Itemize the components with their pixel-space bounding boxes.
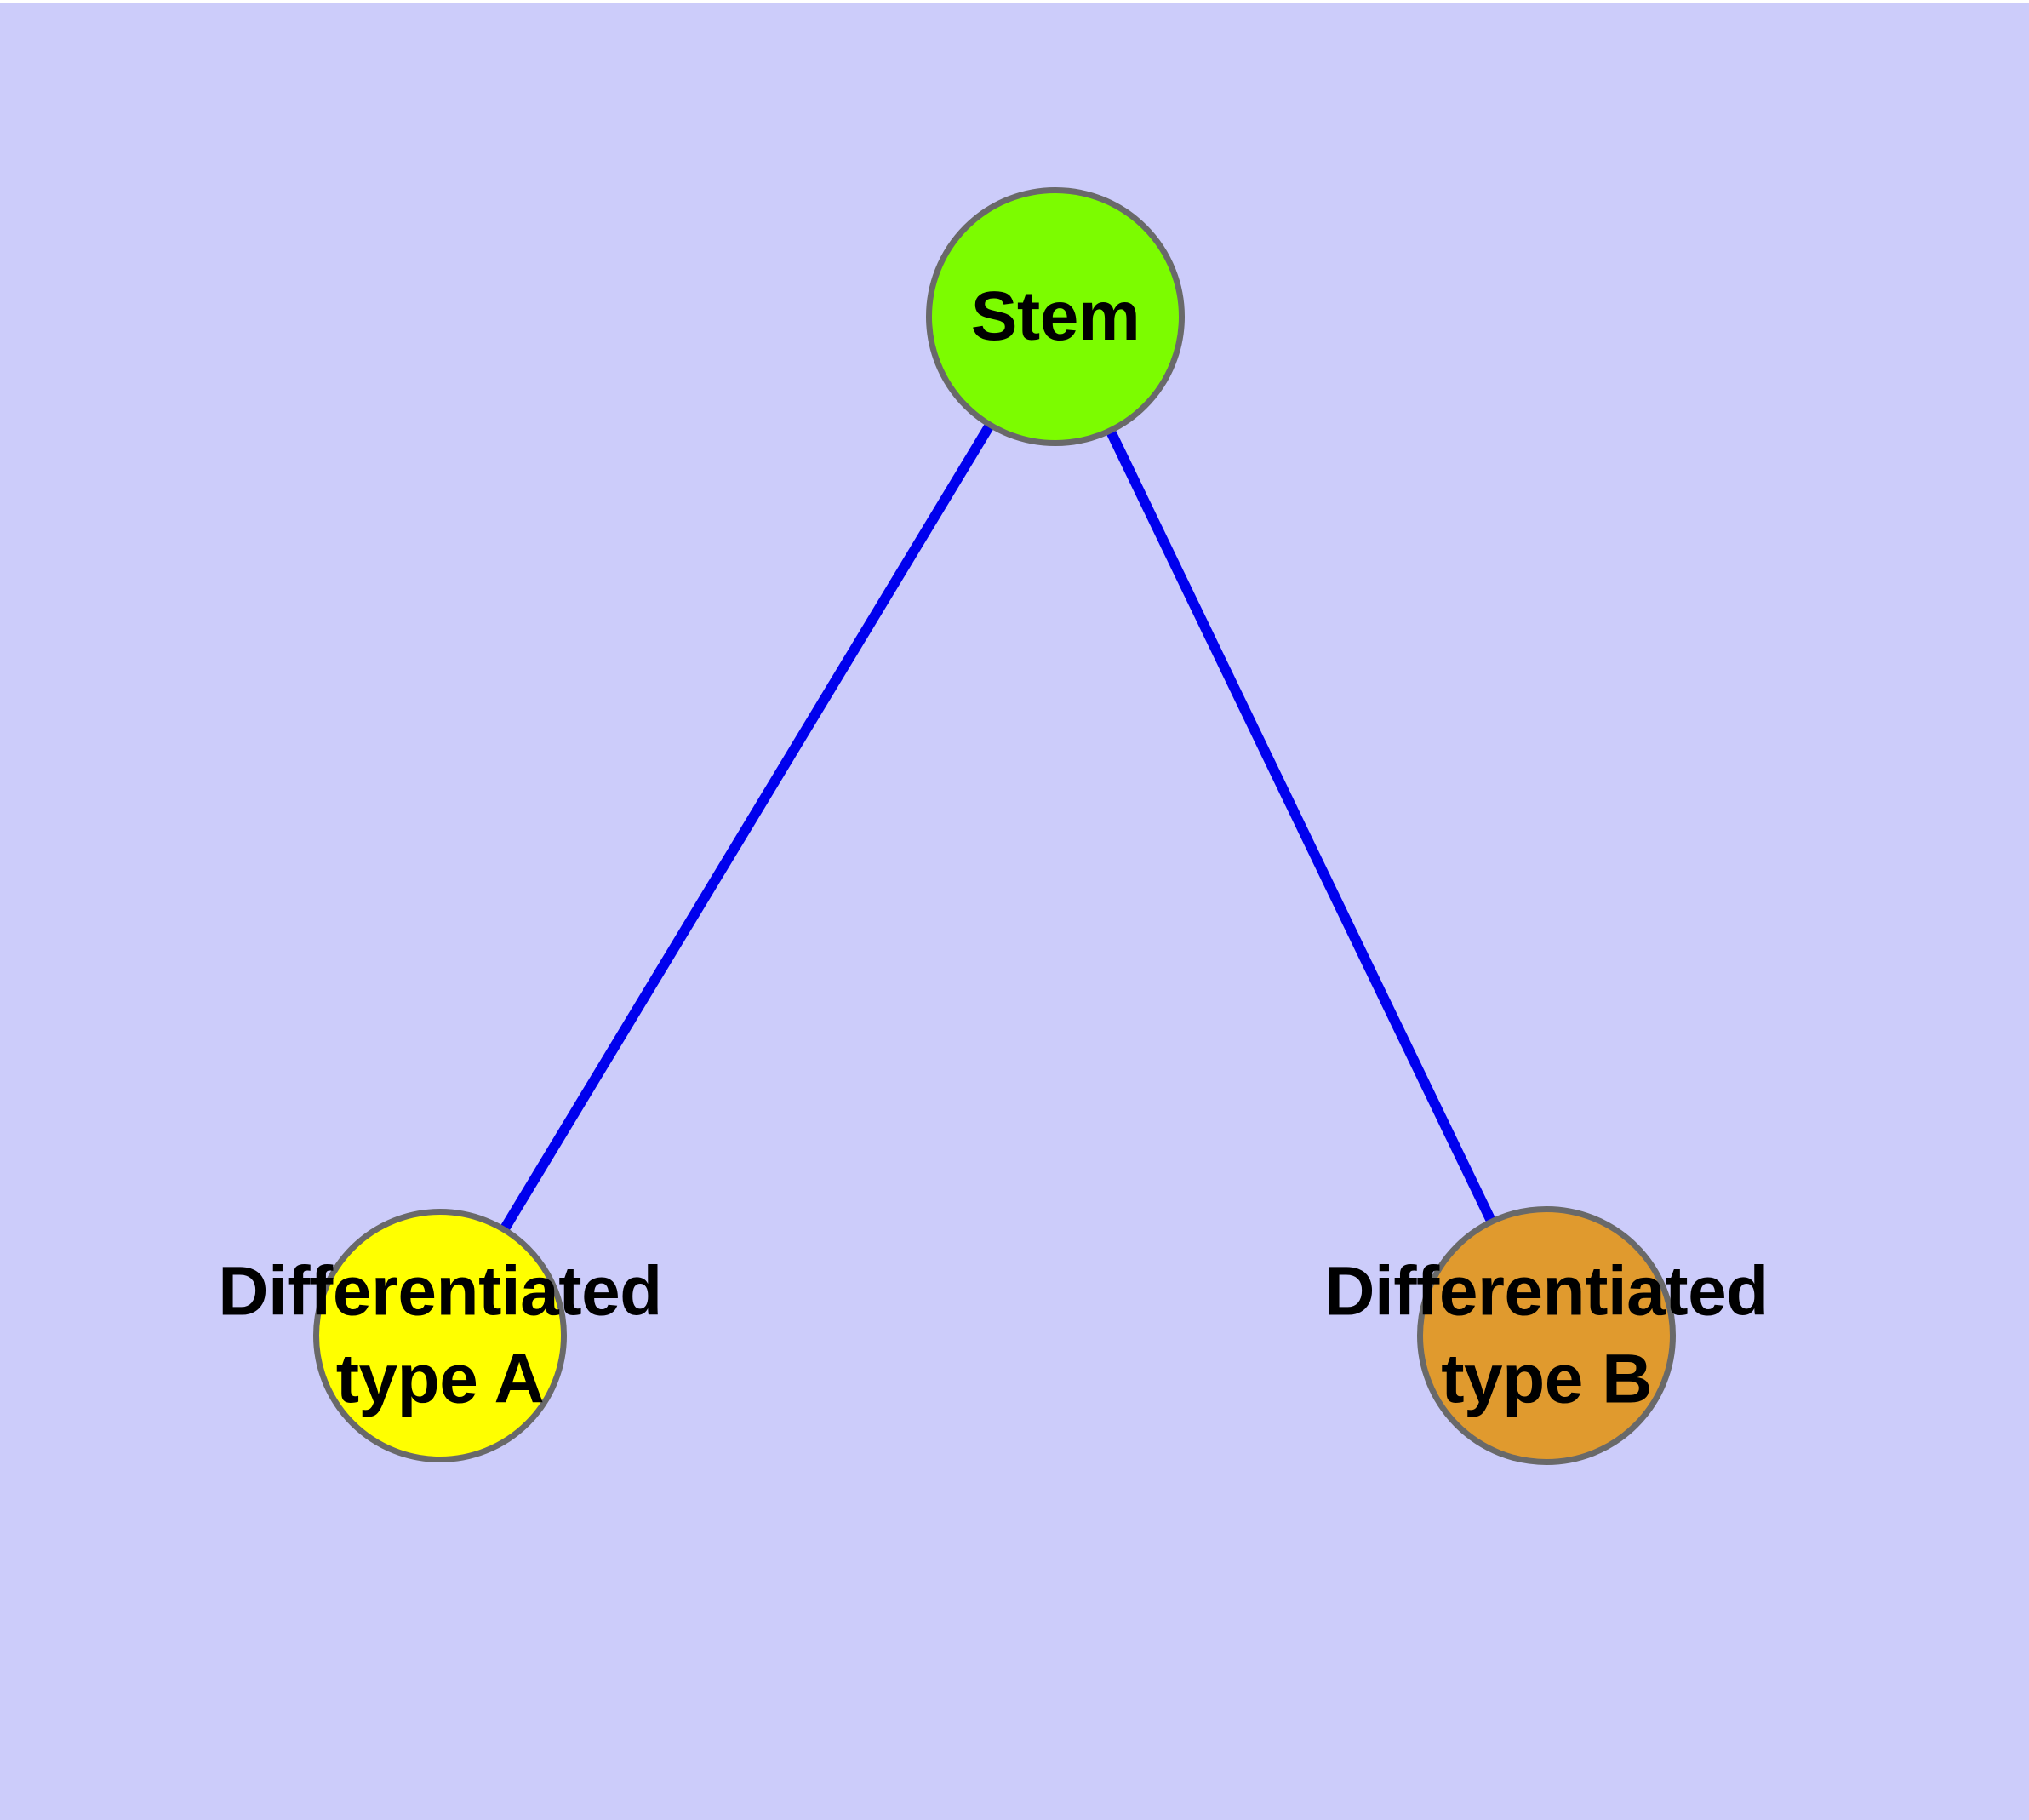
- graph-node-diff_b[interactable]: [1417, 1206, 1676, 1465]
- graph-edge[interactable]: [1105, 427, 1497, 1225]
- node-layer: [313, 187, 1676, 1465]
- graph-node-stem[interactable]: [926, 187, 1185, 446]
- graph-node-diff_a[interactable]: [313, 1209, 567, 1462]
- edge-layer: [499, 421, 1497, 1233]
- graph-edge[interactable]: [499, 421, 995, 1233]
